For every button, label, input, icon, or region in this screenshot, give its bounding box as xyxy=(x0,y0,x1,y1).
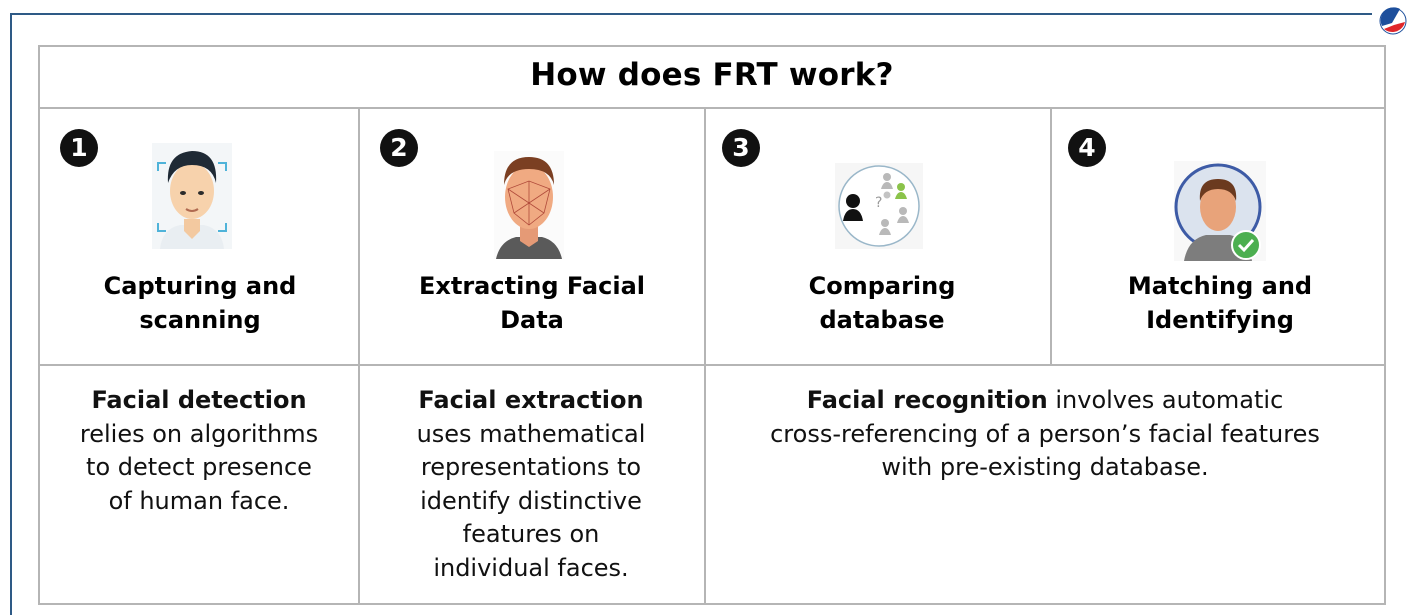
step-number-1: 1 xyxy=(60,129,98,167)
description-extraction-line: identify distinctive xyxy=(420,486,642,515)
column-divider-1 xyxy=(358,109,360,603)
face-scan-icon xyxy=(152,143,232,249)
description-recognition: Facial recognition involves automatic cr… xyxy=(706,384,1384,485)
description-extraction: Facial extraction uses mathematical repr… xyxy=(358,384,704,585)
identity-match-icon xyxy=(1174,161,1266,261)
frame-left-border xyxy=(10,13,12,615)
step-label-1: Capturing and scanning xyxy=(30,269,370,337)
description-detection-heading: Facial detection xyxy=(91,386,307,414)
description-detection-line: relies on algorithms xyxy=(79,419,319,448)
svg-text:?: ? xyxy=(875,195,882,211)
step-label-3: Comparing database xyxy=(712,269,1052,337)
frame-top-border xyxy=(10,13,1372,15)
step-label-1-line1: Capturing and xyxy=(103,272,297,300)
description-detection: Facial detection relies on algorithms to… xyxy=(40,384,358,518)
brand-logo-icon xyxy=(1379,7,1407,35)
description-recognition-line: with pre-existing database. xyxy=(881,453,1209,481)
face-mesh-icon xyxy=(494,151,564,259)
column-divider-2 xyxy=(704,109,706,603)
description-extraction-line: features on xyxy=(462,520,600,548)
description-extraction-line: individual faces. xyxy=(433,553,629,582)
step-label-1-line2: scanning xyxy=(139,306,261,334)
step-label-4-line1: Matching and xyxy=(1127,272,1313,300)
step-number-3: 3 xyxy=(722,129,760,167)
column-divider-3 xyxy=(1050,109,1052,365)
frt-table: How does FRT work? 1 Capturing and scann… xyxy=(38,45,1386,605)
diagram-title: How does FRT work? xyxy=(530,57,894,93)
description-recognition-heading: Facial recognition involves automatic xyxy=(806,386,1284,414)
description-detection-line: to detect presence xyxy=(86,453,312,481)
database-compare-icon: ? xyxy=(835,163,923,249)
step-label-2: Extracting Facial Data xyxy=(362,269,702,337)
step-label-3-line2: database xyxy=(819,306,945,334)
description-recognition-line: cross-referencing of a person’s facial f… xyxy=(770,419,1320,448)
step-number-4: 4 xyxy=(1068,129,1106,167)
step-label-3-line1: Comparing xyxy=(808,272,956,300)
description-extraction-line: uses mathematical xyxy=(416,419,646,448)
step-label-2-line2: Data xyxy=(500,306,564,334)
step-label-2-line1: Extracting Facial xyxy=(419,272,645,300)
description-extraction-heading: Facial extraction xyxy=(418,386,644,414)
description-detection-line: of human face. xyxy=(108,486,290,515)
row-divider-title xyxy=(40,107,1384,109)
description-extraction-line: representations to xyxy=(420,453,642,481)
row-divider-steps xyxy=(40,364,1384,366)
step-label-4-line2: Identifying xyxy=(1146,306,1294,334)
step-label-4: Matching and Identifying xyxy=(1050,269,1390,337)
step-number-2: 2 xyxy=(380,129,418,167)
